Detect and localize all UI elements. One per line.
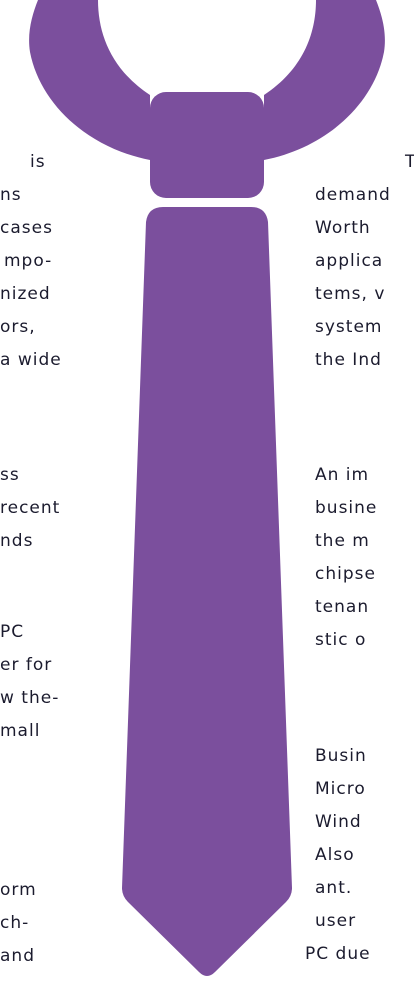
left-text-line: and — [0, 946, 35, 966]
left-text-line: ns — [0, 185, 22, 205]
right-text-line: An im — [315, 465, 370, 485]
left-text-line: er for — [0, 655, 53, 675]
right-text-line: Wind — [315, 812, 362, 832]
right-text-line: Worth — [315, 218, 371, 238]
collar-left-wing — [29, 0, 150, 160]
left-text-line: PC — [0, 622, 25, 642]
left-text-line: a wide — [0, 350, 62, 370]
left-text-line: orm — [0, 880, 37, 900]
left-text-line: w the- — [0, 688, 60, 708]
right-text-line: tems, v — [315, 284, 386, 304]
right-text-line: user — [315, 911, 357, 931]
left-text-line: is — [30, 152, 46, 172]
right-text-line: the m — [315, 531, 370, 551]
left-text-line: ch- — [0, 913, 30, 933]
right-text-line: applica — [315, 251, 384, 271]
right-text-line: Micro — [315, 779, 366, 799]
right-text-line: chipse — [315, 564, 376, 584]
right-text-line: Busin — [315, 746, 367, 766]
right-text-line: tenan — [315, 597, 370, 617]
left-text-line: recent — [0, 498, 61, 518]
collar-right-wing — [264, 0, 385, 160]
right-text-line: stic o — [315, 630, 367, 650]
right-text-line: the Ind — [315, 350, 382, 370]
left-text-line: ors, — [0, 317, 36, 337]
tie-blade — [122, 207, 292, 976]
right-text-line: demand — [315, 185, 391, 205]
right-text-line: system — [315, 317, 383, 337]
right-text-line: Also — [315, 845, 355, 865]
right-text-line: ant. — [315, 878, 353, 898]
left-text-line: mall — [0, 721, 41, 741]
right-text-line: T — [405, 152, 414, 172]
left-text-line: ss — [0, 465, 20, 485]
tie-knot — [150, 92, 264, 198]
left-text-line: cases — [0, 218, 53, 238]
right-text-line: busine — [315, 498, 378, 518]
left-text-line: nized — [0, 284, 51, 304]
left-text-line: mpo- — [4, 251, 53, 271]
right-text-line: PC due — [305, 944, 371, 964]
left-text-line: nds — [0, 531, 34, 551]
